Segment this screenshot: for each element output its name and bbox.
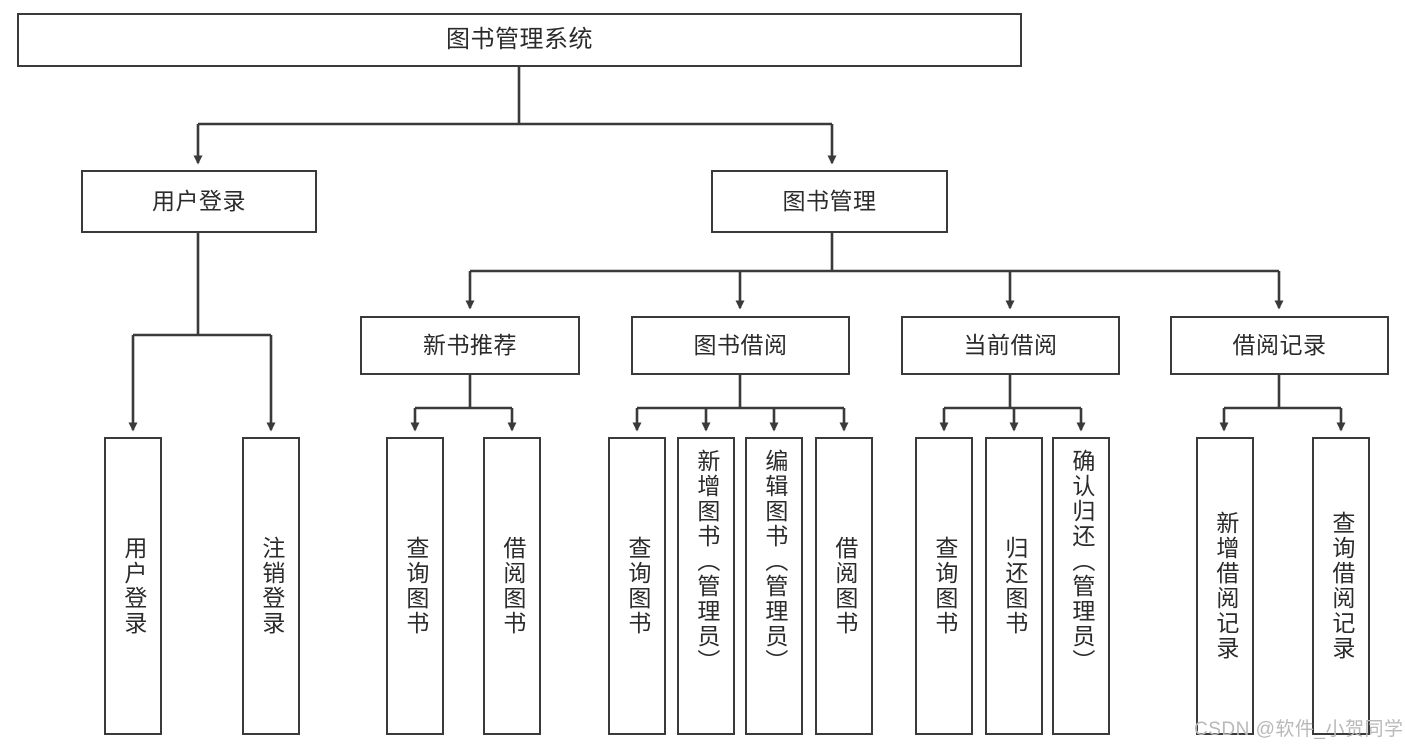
node-current-borrow[interactable]: 当前借阅	[901, 316, 1120, 375]
node-label: 查询借阅记录	[1328, 511, 1355, 661]
leaf-record-query-record[interactable]: 查询借阅记录	[1312, 437, 1370, 735]
node-label: 用户登录	[152, 187, 246, 214]
leaf-user-login-login[interactable]: 用户登录	[104, 437, 162, 735]
leaf-current-confirm-return-admin[interactable]: 确认归还（管理员）	[1052, 437, 1110, 735]
node-label: 归还图书	[1001, 536, 1028, 636]
leaf-current-query-book[interactable]: 查询图书	[915, 437, 973, 735]
node-user-login[interactable]: 用户登录	[81, 170, 317, 233]
node-label: 图书管理	[782, 187, 877, 214]
node-label: 查询图书	[402, 536, 429, 636]
leaf-borrow-borrow-book[interactable]: 借阅图书	[815, 437, 873, 735]
leaf-borrow-edit-book-admin[interactable]: 编辑图书（管理员）	[745, 437, 803, 735]
node-book-borrow[interactable]: 图书借阅	[631, 316, 850, 375]
node-label: 查询图书	[624, 536, 651, 636]
node-label: 注销登录	[258, 536, 285, 636]
node-label: 确认归还（管理员）	[1068, 449, 1095, 674]
node-label: 图书借阅	[693, 331, 788, 358]
node-label: 编辑图书（管理员）	[761, 449, 788, 674]
leaf-user-login-logout[interactable]: 注销登录	[242, 437, 300, 735]
node-label: 借阅记录	[1232, 331, 1327, 358]
leaf-recommend-query-book[interactable]: 查询图书	[386, 437, 444, 735]
csdn-watermark: CSDN @软件_小贺同学	[1194, 719, 1404, 740]
node-label: 图书管理系统	[446, 25, 593, 53]
leaf-current-return-book[interactable]: 归还图书	[985, 437, 1043, 735]
node-label: 新增借阅记录	[1212, 511, 1239, 661]
leaf-borrow-add-book-admin[interactable]: 新增图书（管理员）	[677, 437, 735, 735]
node-root-system[interactable]: 图书管理系统	[17, 13, 1022, 67]
node-new-book-recommend[interactable]: 新书推荐	[360, 316, 580, 375]
leaf-recommend-borrow-book[interactable]: 借阅图书	[483, 437, 541, 735]
node-borrow-record[interactable]: 借阅记录	[1170, 316, 1389, 375]
leaf-borrow-query-book[interactable]: 查询图书	[608, 437, 666, 735]
node-label: 新增图书（管理员）	[693, 449, 720, 674]
leaf-record-add-record[interactable]: 新增借阅记录	[1196, 437, 1254, 735]
node-label: 借阅图书	[499, 536, 526, 636]
node-label: 当前借阅	[963, 331, 1058, 358]
node-label: 借阅图书	[831, 536, 858, 636]
node-label: 用户登录	[120, 536, 147, 636]
node-label: 查询图书	[931, 536, 958, 636]
node-book-management[interactable]: 图书管理	[711, 170, 948, 233]
node-label: 新书推荐	[423, 331, 517, 358]
